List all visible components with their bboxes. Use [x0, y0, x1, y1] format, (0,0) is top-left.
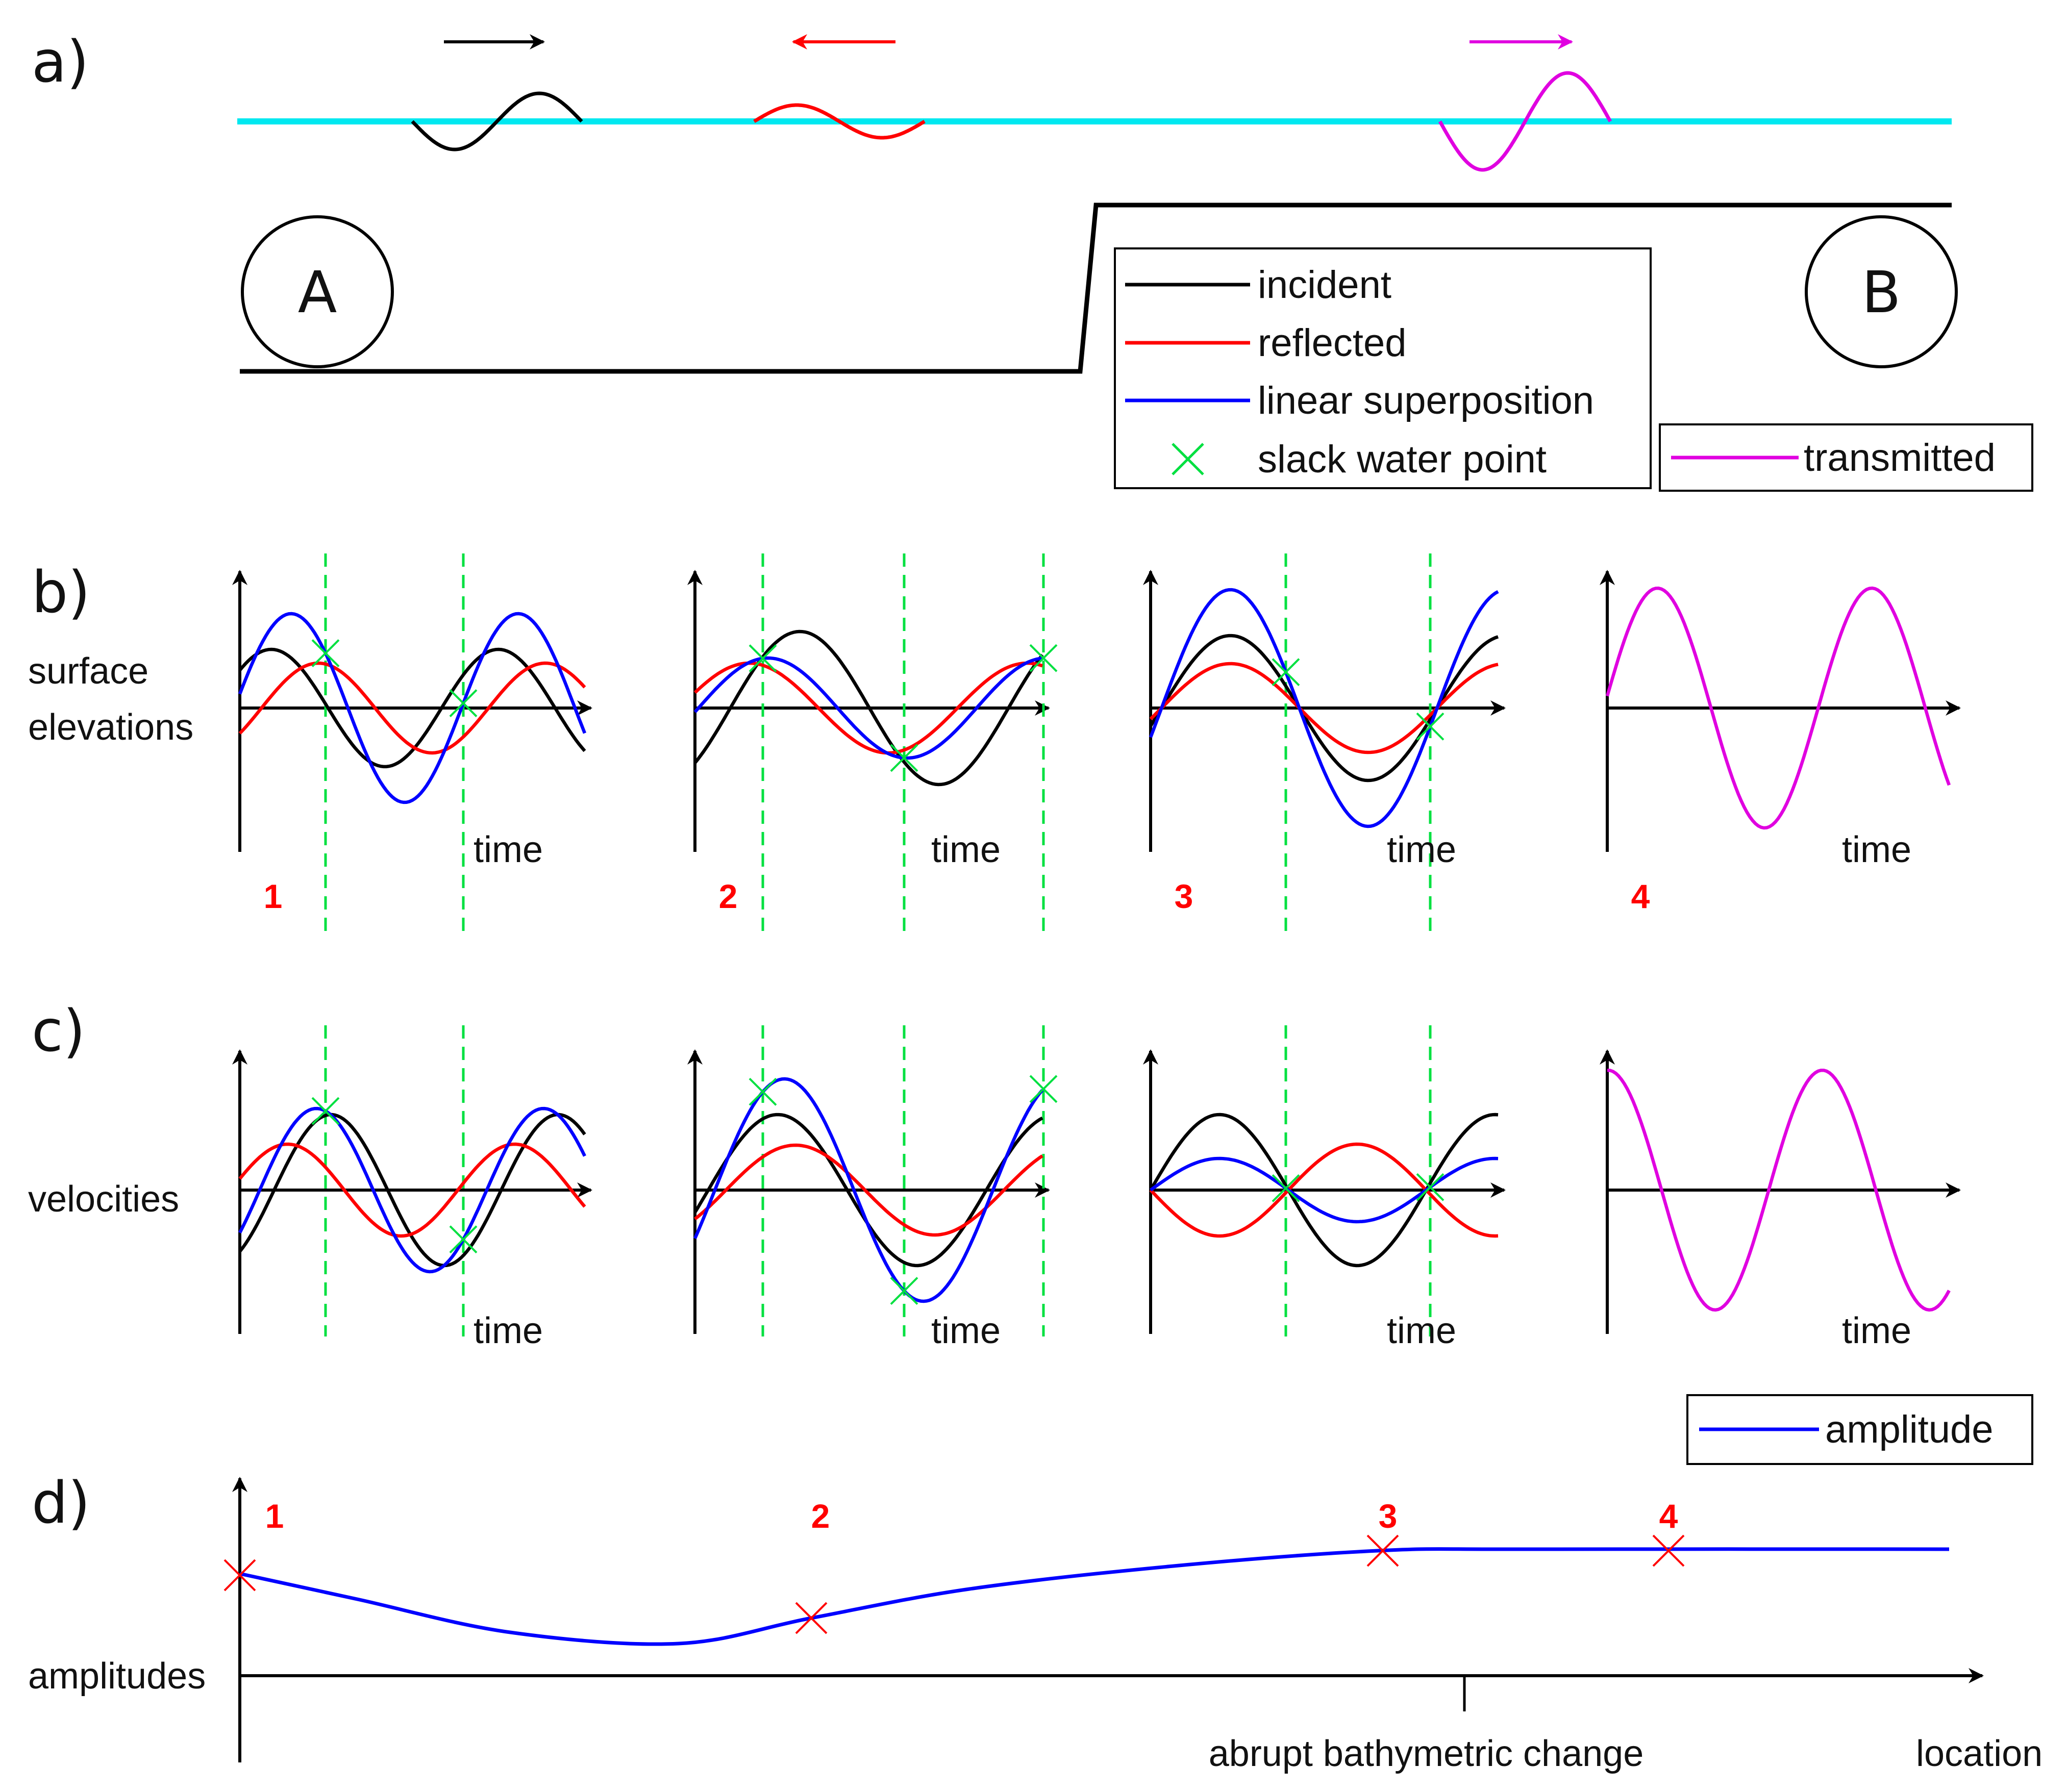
time-axis-label: time	[1842, 829, 1911, 870]
legend-incident-label: incident	[1258, 263, 1391, 307]
superposition-curve	[1149, 588, 1499, 828]
velocity-plot-4: time	[1600, 1049, 1961, 1351]
reflected-curve	[238, 661, 586, 755]
row-label-elevations: elevations	[28, 707, 193, 748]
time-axis-label: time	[474, 829, 543, 870]
panel-label-a: a)	[32, 29, 89, 95]
seabed-profile	[240, 203, 1952, 374]
amplitude-location-marker	[1366, 1534, 1399, 1567]
velocity-plot-2: time	[687, 1025, 1058, 1351]
reflected-curve	[238, 1142, 586, 1238]
amplitude-curve	[239, 1547, 1950, 1646]
transmitted-curve	[1605, 586, 1951, 830]
time-axis-label: time	[1387, 1310, 1456, 1351]
legend-slack-label: slack water point	[1258, 438, 1547, 481]
legend-reflected-label: reflected	[1258, 321, 1407, 365]
location-b-marker: B	[1805, 215, 1958, 368]
time-axis-label: time	[931, 829, 1001, 870]
amplitude-location-marker	[223, 1559, 256, 1592]
panel-label-b: b)	[32, 560, 90, 626]
legend-superposition-label: linear superposition	[1258, 379, 1594, 422]
legend-amplitude: amplitude	[1686, 1394, 2033, 1465]
slack-water-marker	[890, 1277, 918, 1305]
panel-label-c: c)	[32, 998, 85, 1065]
location-number: 3	[1379, 1497, 1398, 1535]
amplitude-location-marker	[1652, 1534, 1685, 1567]
legend-main: incident reflected linear superposition …	[1114, 247, 1652, 489]
location-axis-label: location	[1916, 1733, 2043, 1774]
row-label-velocities: velocities	[28, 1179, 179, 1220]
elevation-plot-4: time 4	[1600, 570, 1961, 915]
velocity-plot-1: time	[232, 1025, 592, 1351]
location-number: 4	[1659, 1497, 1678, 1535]
elevation-plot-3: time 3	[1143, 553, 1506, 933]
reflected-curve	[1149, 1142, 1499, 1238]
reflected-curve	[1149, 662, 1499, 754]
legend-transmitted-label: transmitted	[1804, 436, 1996, 479]
reflected-curve	[693, 661, 1043, 755]
elevation-plot-2: time 2	[687, 553, 1058, 933]
row-label-amplitudes: amplitudes	[28, 1656, 206, 1697]
incident-curve	[693, 629, 1044, 787]
amplitude-location-marker	[795, 1602, 828, 1634]
panel-d: d) amplitudes amplitude abrupt bathymetr…	[28, 1394, 2043, 1774]
slack-water-marker	[749, 644, 777, 673]
location-number: 2	[811, 1497, 830, 1535]
slack-water-marker	[311, 1097, 340, 1125]
amplitude-markers: 1 2 3 4	[223, 1497, 1685, 1634]
incident-wave	[411, 91, 583, 152]
slack-water-marker	[311, 639, 340, 667]
slack-water-marker	[749, 1077, 777, 1106]
slack-water-marker	[1029, 1075, 1058, 1103]
incident-curve	[1149, 1113, 1499, 1268]
slack-water-marker	[449, 689, 478, 717]
slack-water-marker	[1416, 1173, 1445, 1201]
transmitted-wave	[1438, 71, 1612, 172]
plot-number: 1	[264, 877, 283, 915]
reflected-wave	[753, 103, 926, 140]
velocity-plot-3: time	[1143, 1025, 1506, 1351]
time-axis-label: time	[474, 1310, 543, 1351]
surface-elevation-plots: time 1 time 2 time 3 time 4	[232, 553, 1961, 933]
slack-water-marker	[1272, 658, 1300, 687]
plot-number: 3	[1175, 877, 1193, 915]
superposition-curve	[238, 612, 587, 804]
superposition-curve	[693, 656, 1043, 760]
slack-water-marker	[449, 1225, 478, 1254]
location-b-label: B	[1862, 260, 1901, 326]
bathymetric-change-label: abrupt bathymetric change	[1209, 1733, 1644, 1774]
location-a-marker: A	[241, 215, 394, 368]
slack-water-marker	[1029, 644, 1058, 672]
legend-transmitted: transmitted	[1659, 423, 2033, 492]
location-number: 1	[265, 1497, 284, 1535]
row-label-surface: surface	[28, 651, 148, 692]
transmitted-curve	[1607, 1068, 1951, 1312]
velocity-plots: time time time time	[232, 1025, 1961, 1351]
time-axis-label: time	[931, 1310, 1001, 1351]
legend-slack-marker	[1172, 443, 1204, 475]
superposition-curve	[1150, 1156, 1499, 1224]
legend-amplitude-label: amplitude	[1825, 1408, 1994, 1451]
time-axis-label: time	[1842, 1310, 1911, 1351]
slack-water-marker	[1272, 1174, 1300, 1202]
superposition-curve	[693, 1077, 1044, 1303]
time-axis-label: time	[1387, 829, 1456, 870]
slack-water-marker	[890, 744, 918, 772]
elevation-plot-1: time 1	[232, 553, 592, 933]
plot-number: 4	[1631, 877, 1650, 915]
panel-label-d: d)	[32, 1470, 90, 1536]
location-a-label: A	[298, 260, 337, 326]
panel-a: a) A B incident reflected linear superpo…	[32, 29, 2033, 492]
superposition-curve	[238, 1106, 586, 1274]
plot-number: 2	[719, 877, 738, 915]
slack-water-marker	[1416, 712, 1445, 741]
